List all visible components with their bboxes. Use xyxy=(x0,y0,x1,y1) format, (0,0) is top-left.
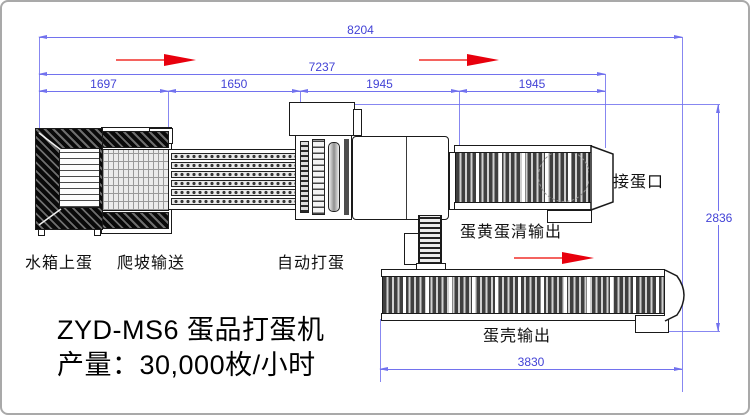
egg-carrier-chain-row xyxy=(171,189,299,196)
liquid-conveyor-drive-box xyxy=(547,210,592,223)
extension-line-top-depth xyxy=(352,104,720,105)
dim-line-length: 7237 xyxy=(38,60,606,76)
dim-shell-conveyor: 3830 xyxy=(379,355,683,371)
dim-total-length-value: 8204 xyxy=(344,23,377,37)
flow-direction-arrow-icon xyxy=(116,54,196,66)
shell-chute-side-box xyxy=(404,233,419,265)
egg-carrier-chain-row xyxy=(171,171,299,178)
shell-conveyor-bottom-rail xyxy=(381,313,665,321)
egg-carrier-chain-row xyxy=(171,198,299,205)
egg-carrier-conveyor xyxy=(168,149,302,210)
breaker-cracker-chain xyxy=(312,139,325,215)
dim-breaker-section-value: 1945 xyxy=(363,77,396,91)
extension-line-breaker-end xyxy=(459,91,460,146)
climb-conveyor-belt xyxy=(102,149,169,211)
dim-line-length-value: 7237 xyxy=(305,60,339,74)
shell-conveyor-top-rail xyxy=(381,269,665,277)
breaker-side-rail xyxy=(344,139,349,215)
dim-total-length: 8204 xyxy=(38,23,683,39)
label-shell-output: 蛋壳输出 xyxy=(483,328,552,345)
dim-output-section: 1945 xyxy=(458,77,606,93)
egg-carrier-chain-row xyxy=(171,180,299,187)
extension-line-output-end xyxy=(605,74,606,148)
dim-shell-conveyor-value: 3830 xyxy=(514,355,548,369)
label-egg-inlet: 接蛋口 xyxy=(613,174,665,191)
dim-tank-section-value: 1697 xyxy=(87,77,120,91)
capacity-title: 产量：30,000枚/小时 xyxy=(57,350,316,380)
egg-carrier-chain-row xyxy=(171,162,299,169)
shell-chute-ladder xyxy=(418,215,442,265)
tank-foot xyxy=(38,229,45,236)
model-title: ZYD-MS6 蛋品打蛋机 xyxy=(57,315,325,345)
dim-output-section-value: 1945 xyxy=(515,77,549,91)
separator-cabinet xyxy=(352,136,449,220)
shell-conveyor-belt xyxy=(382,277,665,313)
liquid-conveyor-top-rail xyxy=(454,145,592,153)
shell-conveyor-drive-box xyxy=(635,315,669,333)
extension-line-right xyxy=(682,37,683,392)
water-tank-window xyxy=(59,148,100,208)
water-tank-corner-lines xyxy=(38,132,62,226)
flow-direction-arrow-icon xyxy=(514,252,594,264)
extension-line-left xyxy=(39,37,40,128)
shell-conveyor-end-cap xyxy=(664,269,685,322)
dim-tank-section: 1697 xyxy=(38,77,169,93)
label-auto-breaker: 自动打蛋 xyxy=(277,255,346,272)
dim-climb-section: 1650 xyxy=(167,77,301,93)
dim-climb-section-value: 1650 xyxy=(217,77,251,91)
liquid-conveyor-drum-arc xyxy=(538,153,589,202)
separator-cabinet-divider xyxy=(406,137,407,219)
label-liquid-output: 蛋黄蛋清输出 xyxy=(460,224,563,241)
liquid-conveyor-bottom-rail xyxy=(454,202,592,210)
extension-line-shell-left xyxy=(380,319,381,382)
extension-line-bottom-depth xyxy=(662,331,720,332)
dim-breaker-section: 1945 xyxy=(299,77,460,93)
liquid-conveyor-belt xyxy=(455,153,590,202)
label-water-tank: 水箱上蛋 xyxy=(25,255,94,272)
label-climb-conveyor: 爬坡输送 xyxy=(117,255,186,272)
egg-carrier-chain-row xyxy=(171,153,299,160)
breaker-top-cabinet-step xyxy=(353,109,362,136)
dim-overall-depth-value: 2836 xyxy=(702,211,736,225)
extension-line-tank-end xyxy=(168,91,169,150)
breaker-roller xyxy=(328,142,340,212)
tank-foot xyxy=(94,229,101,236)
egg-inlet-port-shape xyxy=(590,144,614,212)
breaker-sprocket-rail xyxy=(300,141,309,213)
flow-direction-arrow-icon xyxy=(419,54,499,66)
dim-overall-depth: 2836 xyxy=(702,104,736,332)
water-tank xyxy=(35,128,103,230)
breaker-top-cabinet xyxy=(289,102,355,136)
egg-breaker-unit xyxy=(295,134,352,220)
